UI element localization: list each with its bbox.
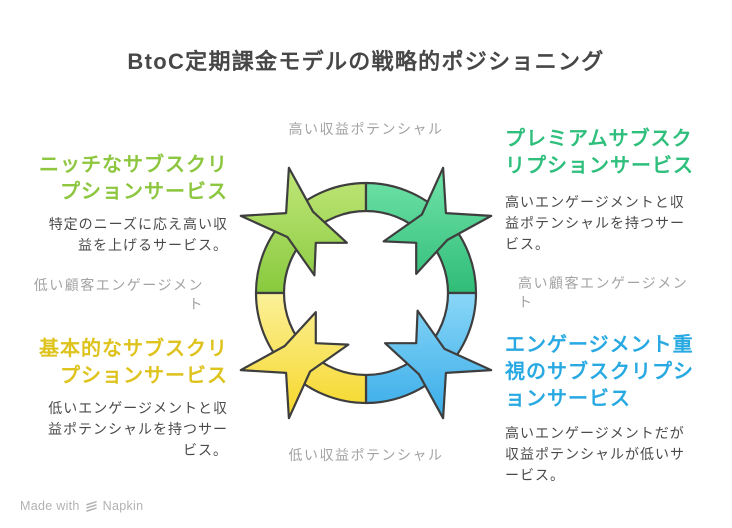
quadrant-bottom-left-heading: 基本的なサブスクリ プションサービス [39, 338, 228, 387]
segment-bottom-right-arrow-chevron [384, 309, 493, 420]
segment-bottom-left-band [254, 291, 368, 405]
page-title: BtoC定期課金モデルの戦略的ポジショニング [127, 49, 605, 74]
axis-label-bottom: 低い収益ポテンシャル [288, 447, 444, 463]
segment-top-left-arrow-chevron [239, 166, 348, 277]
segment-bottom-left-arrow-chevron [239, 311, 350, 420]
axis-label-left: 低い顧客エンゲージメン ト [33, 277, 204, 312]
quadrant-bottom-right-heading: エンゲージメント重 視のサブスクリプシ ョンサービス [505, 334, 694, 410]
quadrant-top-left-heading: ニッチなサブスクリ プションサービス [39, 154, 228, 203]
quadrant-top-right-heading: プレミアムサブスク リプションサービス [505, 128, 694, 177]
napkin-logo-icon [85, 500, 97, 512]
axis-label-right: 高い顧客エンゲージメン ト [518, 275, 689, 310]
axis-label-top: 高い収益ポテンシャル [288, 121, 444, 137]
cycle-segments [239, 166, 493, 420]
segment-top-right-arrow-chevron [382, 166, 493, 275]
watermark-brand-label: Napkin [102, 499, 144, 513]
quadrant-bottom-right-description: 高いエンゲージメントだが 収益ポテンシャルが低いサ ービス。 [505, 425, 685, 483]
watermark-made-with-label: Made with [20, 499, 80, 513]
quadrant-bottom-left-description: 低いエンゲージメントと収 益ポテンシャルを持つサー ビス。 [48, 400, 228, 458]
quadrant-top-left-description: 特定のニーズに応え高い収 益を上げるサービス。 [48, 216, 228, 253]
quadrant-top-right-description: 高いエンゲージメントと収 益ポテンシャルを持つサー ビス。 [505, 194, 685, 252]
cycle-diagram [239, 166, 493, 420]
napkin-watermark[interactable]: Made with Napkin [20, 499, 143, 513]
